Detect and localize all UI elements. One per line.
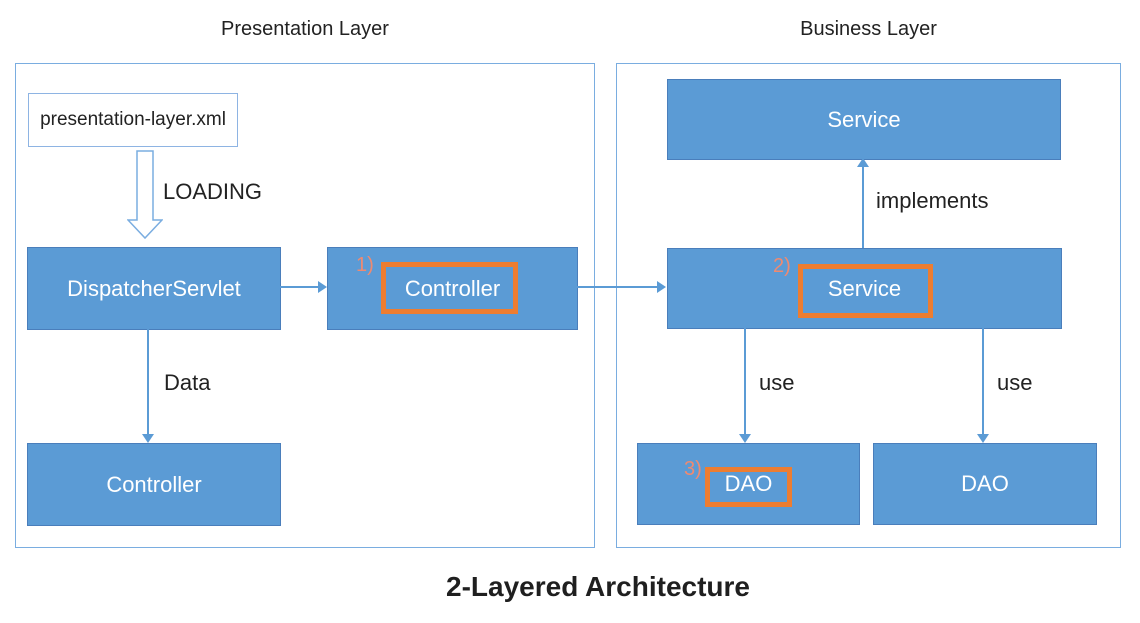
implements-label: implements [876, 188, 989, 213]
arrow-use-right [982, 328, 984, 435]
service-interface-label: Service [827, 106, 901, 132]
dao-right-label: DAO [961, 471, 1009, 496]
arrowhead-dispatcher-to-controller-icon [318, 281, 327, 293]
xml-config-box: presentation-layer.xml [28, 93, 238, 147]
loading-block-arrow-icon [127, 150, 163, 240]
arrowhead-controller-to-service-icon [657, 281, 666, 293]
highlight-rect-dao [705, 467, 792, 507]
controller-bottom-box: Controller [27, 443, 281, 526]
arrow-dispatcher-to-controller [280, 286, 319, 288]
arrowhead-use-left-icon [739, 434, 751, 443]
controller-box: Controller [327, 247, 578, 330]
business-layer-title: Business Layer [800, 18, 937, 40]
highlight-rect-service [798, 264, 933, 318]
highlight-rect-controller [381, 262, 518, 314]
marker-3: 3) [684, 458, 702, 480]
data-label: Data [164, 370, 211, 395]
dispatcher-servlet-box: DispatcherServlet [27, 247, 281, 330]
presentation-layer-title: Presentation Layer [221, 18, 389, 40]
arrowhead-implements-icon [857, 158, 869, 167]
dispatcher-servlet-label: DispatcherServlet [67, 275, 241, 301]
marker-2: 2) [773, 255, 791, 277]
marker-1: 1) [356, 254, 374, 276]
arrow-implements [862, 166, 864, 248]
use-left-label: use [759, 370, 795, 395]
controller-bottom-label: Controller [106, 471, 202, 497]
service-interface-box: Service [667, 79, 1061, 160]
arrow-use-left [744, 328, 746, 435]
dao-right-box: DAO [873, 443, 1097, 525]
arrow-dispatcher-to-controller-bottom [147, 329, 149, 435]
loading-label: LOADING [163, 179, 263, 204]
xml-config-label: presentation-layer.xml [40, 109, 226, 130]
controller-label: Controller [404, 275, 501, 301]
diagram-caption: 2-Layered Architecture [446, 571, 750, 602]
dao-left-box: DAO [637, 443, 860, 525]
arrowhead-use-right-icon [977, 434, 989, 443]
dao-left-label: DAO [724, 471, 773, 496]
service-label: Service [827, 275, 902, 301]
arrow-controller-to-service [577, 286, 658, 288]
arrowhead-data-icon [142, 434, 154, 443]
use-right-label: use [997, 370, 1033, 395]
